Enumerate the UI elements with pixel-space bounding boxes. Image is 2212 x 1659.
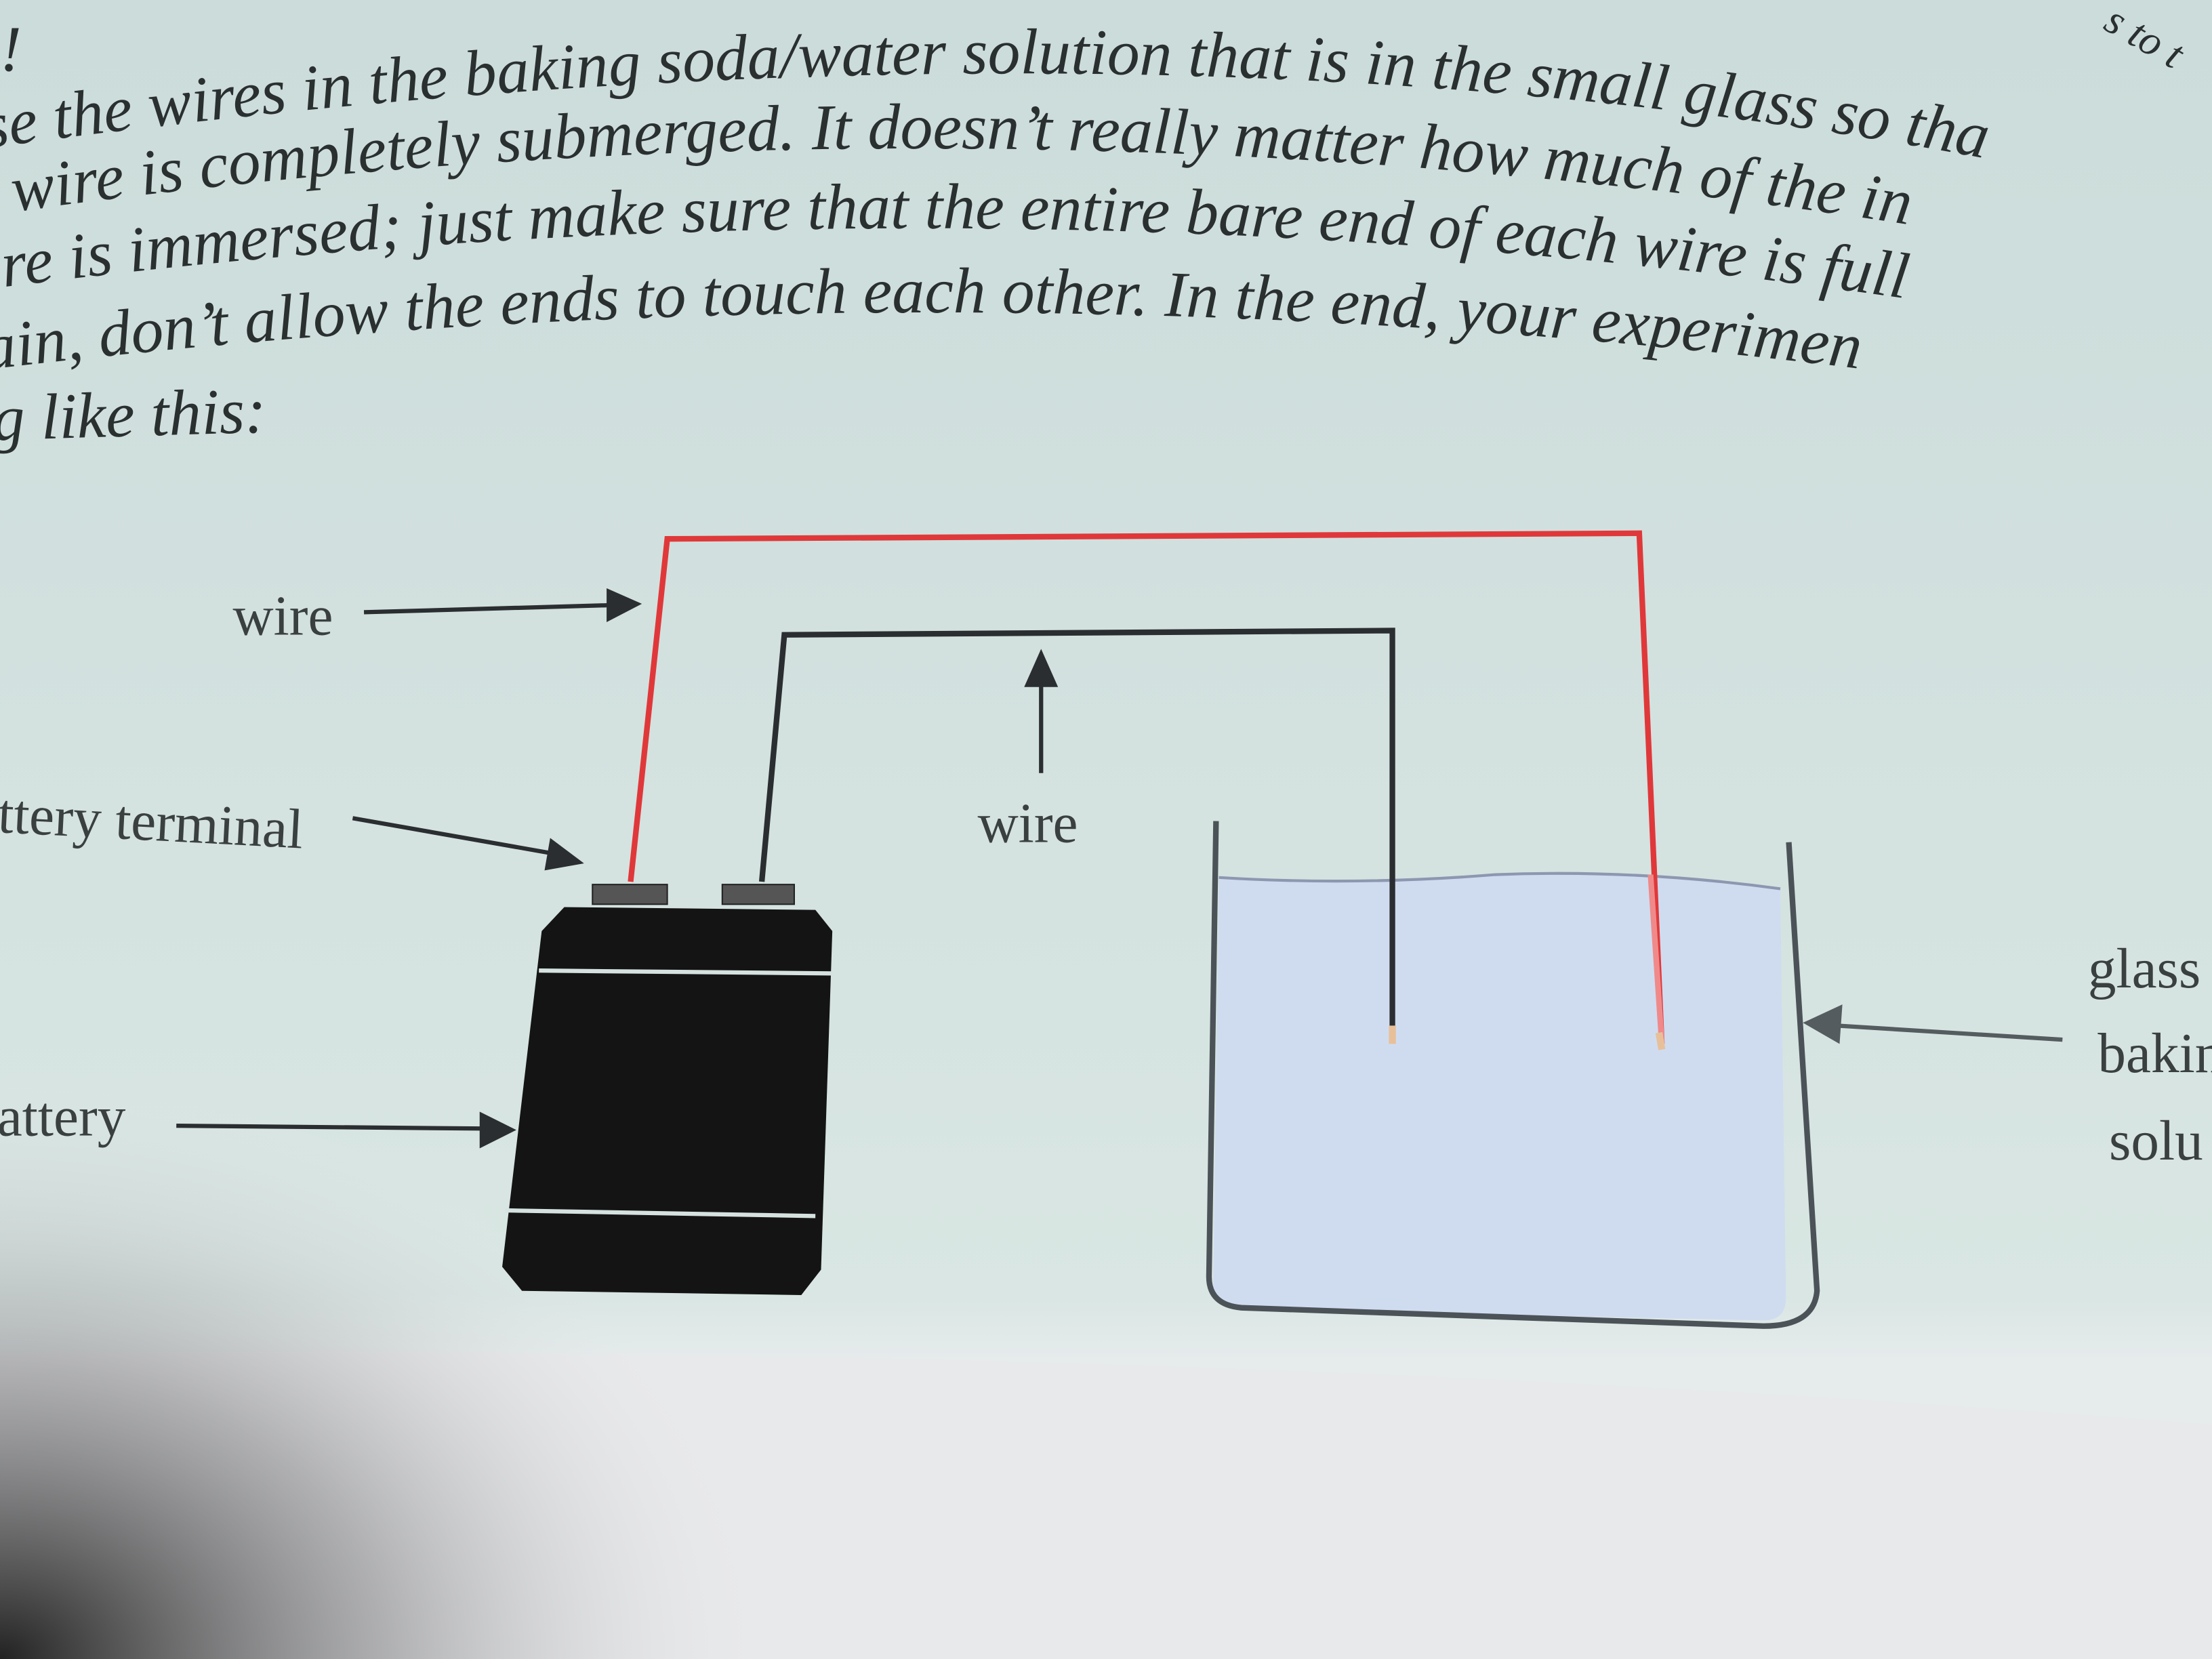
glass-outline <box>1206 821 1820 1329</box>
glass-beaker <box>1206 821 1820 1329</box>
red-wire-submerged <box>1647 874 1665 1044</box>
label-glass-line-2: bakin <box>2097 1023 2212 1085</box>
wire-top-arrow-line <box>363 602 610 615</box>
terminal-arrowhead-icon <box>544 838 584 871</box>
text-fragment-top-left: ! <box>0 13 22 85</box>
label-glass-line-3: solu <box>2109 1110 2203 1172</box>
battery <box>502 884 833 1295</box>
battery-band-bottom <box>505 1208 816 1218</box>
battery-terminal-negative <box>721 884 795 905</box>
wire-middle-arrowhead-icon <box>1024 649 1059 687</box>
glass-arrowhead-icon <box>1803 1004 1843 1044</box>
paragraph-line-5: g like this: <box>0 375 267 455</box>
label-glass-line-1: glass <box>2088 938 2200 1000</box>
red-wire-bare-end <box>1655 1031 1666 1050</box>
wire-top-arrowhead-icon <box>607 588 642 622</box>
black-wire <box>758 628 1395 1037</box>
label-battery: attery <box>0 1086 126 1149</box>
battery-arrowhead-icon <box>479 1111 516 1149</box>
red-wire <box>628 530 1665 1044</box>
battery-terminal-positive <box>592 884 668 905</box>
glass-arrow-line <box>1837 1023 2063 1042</box>
baking-soda-solution <box>1213 873 1786 1321</box>
terminal-arrow-line <box>352 816 554 856</box>
solution-surface <box>1218 872 1781 890</box>
battery-band-top <box>539 968 833 976</box>
battery-arrow-line <box>176 1124 483 1131</box>
label-wire-top: wire <box>232 586 333 648</box>
svg-text:g like this:: g like this: <box>0 375 267 455</box>
battery-body <box>502 907 833 1295</box>
label-wire-middle: wire <box>978 793 1078 855</box>
